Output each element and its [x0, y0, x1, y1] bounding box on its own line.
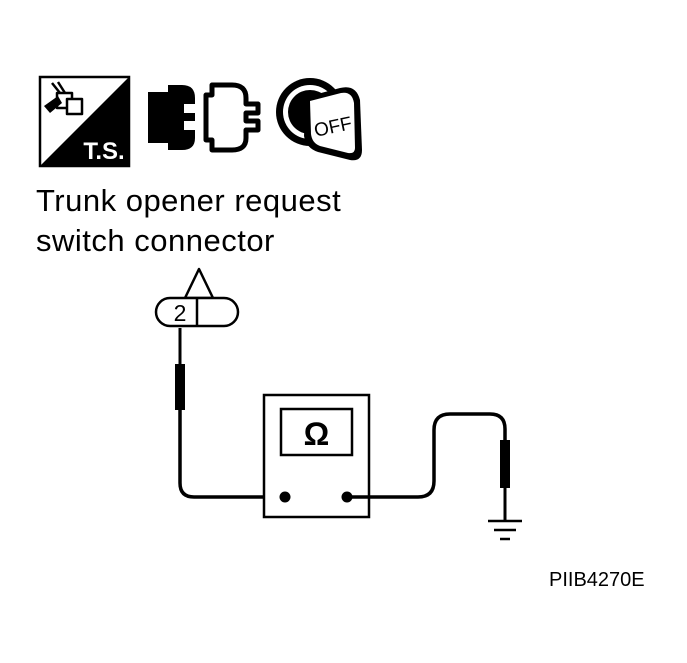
connector-terminal-number: 2 — [174, 300, 187, 326]
connector-pointer — [183, 267, 215, 300]
connector-disconnected-icon — [148, 82, 261, 153]
right-probe — [500, 440, 510, 488]
caption-line-2: switch connector — [36, 223, 275, 258]
caption-line-1: Trunk opener request — [36, 183, 342, 218]
ohmmeter: Ω — [262, 393, 371, 519]
figure-code: PIIB4270E — [549, 569, 645, 591]
left-test-lead — [175, 328, 284, 499]
connector-symbol: 2 — [154, 267, 240, 328]
ohm-symbol: Ω — [304, 416, 330, 452]
ignition-key-off-icon: OFF — [276, 78, 362, 161]
harness-tool-icon — [44, 81, 84, 116]
ground-icon — [488, 519, 522, 541]
tool-icon-label: T.S. — [83, 138, 124, 165]
ohmmeter-display — [279, 407, 354, 457]
meter-terminal-left — [279, 491, 291, 503]
left-probe — [175, 364, 185, 410]
tool-test-icon: T.S. — [38, 75, 131, 168]
right-test-lead — [347, 412, 510, 520]
